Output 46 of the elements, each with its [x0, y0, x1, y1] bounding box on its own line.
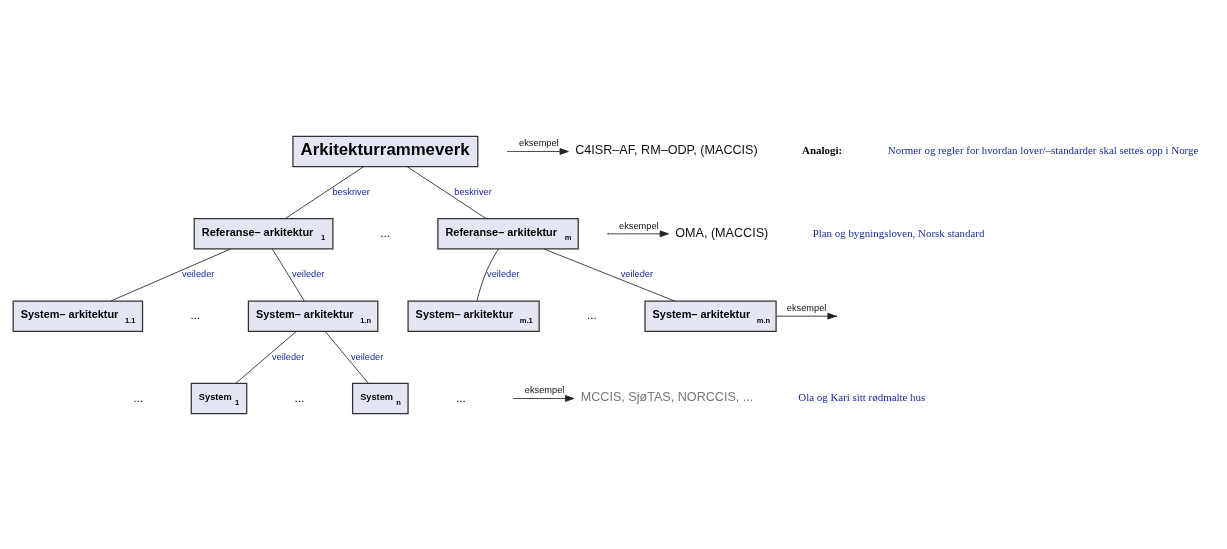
edge-label: beskriver: [332, 186, 370, 197]
label: ...: [455, 390, 466, 404]
edge-label: veileder: [620, 268, 653, 279]
edge-label: veileder: [487, 268, 520, 279]
edge-label: eksempel: [786, 302, 827, 313]
connector: [406, 165, 487, 219]
label: ...: [380, 225, 391, 239]
node-box: Referanse– arkitektur $_{m}$: [437, 217, 579, 250]
connector: [235, 330, 297, 384]
node-box: System– arkitektur $_{1.1}$: [12, 299, 144, 332]
label: ...: [190, 307, 201, 321]
node-box: Arkitekturrammeverk: [292, 135, 479, 167]
label: ...: [587, 307, 597, 321]
edge-label: eksempel: [619, 220, 659, 231]
connector: [324, 330, 369, 384]
arrow: [775, 312, 837, 320]
edge-label: eksempel: [519, 137, 559, 148]
label: ...: [294, 390, 305, 404]
label: Plan og bygningsloven, Norsk standard: [812, 226, 985, 239]
node-box: System $_{1}$: [190, 382, 248, 414]
connector: [272, 248, 305, 301]
connector: [476, 248, 499, 301]
connector: [110, 248, 231, 301]
connector: [543, 248, 675, 301]
edge-label: veileder: [271, 351, 305, 362]
edge-label: veileder: [292, 268, 325, 279]
node-text: MCCIS, SjøTAS, NORCCIS, ...: [580, 389, 754, 404]
node-box: Referanse– arkitektur $_{1}$: [193, 217, 334, 250]
node-text: C4ISR–AF, RM–ODP, (MACCIS): [575, 142, 758, 157]
connector: [284, 165, 365, 219]
label: ...: [133, 390, 144, 404]
arrow: [508, 147, 569, 155]
arrow: [607, 229, 669, 237]
node-box: System– arkitektur $_{m.n}$: [644, 299, 777, 332]
edge-label: beskriver: [454, 186, 492, 197]
node-text: OMA, (MACCIS): [675, 225, 769, 240]
edge-label: eksempel: [524, 384, 565, 395]
node-box: System– arkitektur $_{m.1}$: [407, 299, 540, 332]
label: Normer og regler for hvordan lover/–standarder skal settes opp i Norge: [887, 143, 1199, 156]
edge-label: veileder: [182, 268, 215, 279]
node-box: System– arkitektur $_{1.n}$: [247, 299, 379, 332]
edge-label: veileder: [350, 351, 384, 362]
label: Ola og Kari sitt rødmalte hus: [798, 390, 926, 403]
label: Analogi:: [802, 143, 843, 155]
node-box: System $_{n}$: [352, 382, 409, 414]
arrow: [513, 394, 575, 402]
